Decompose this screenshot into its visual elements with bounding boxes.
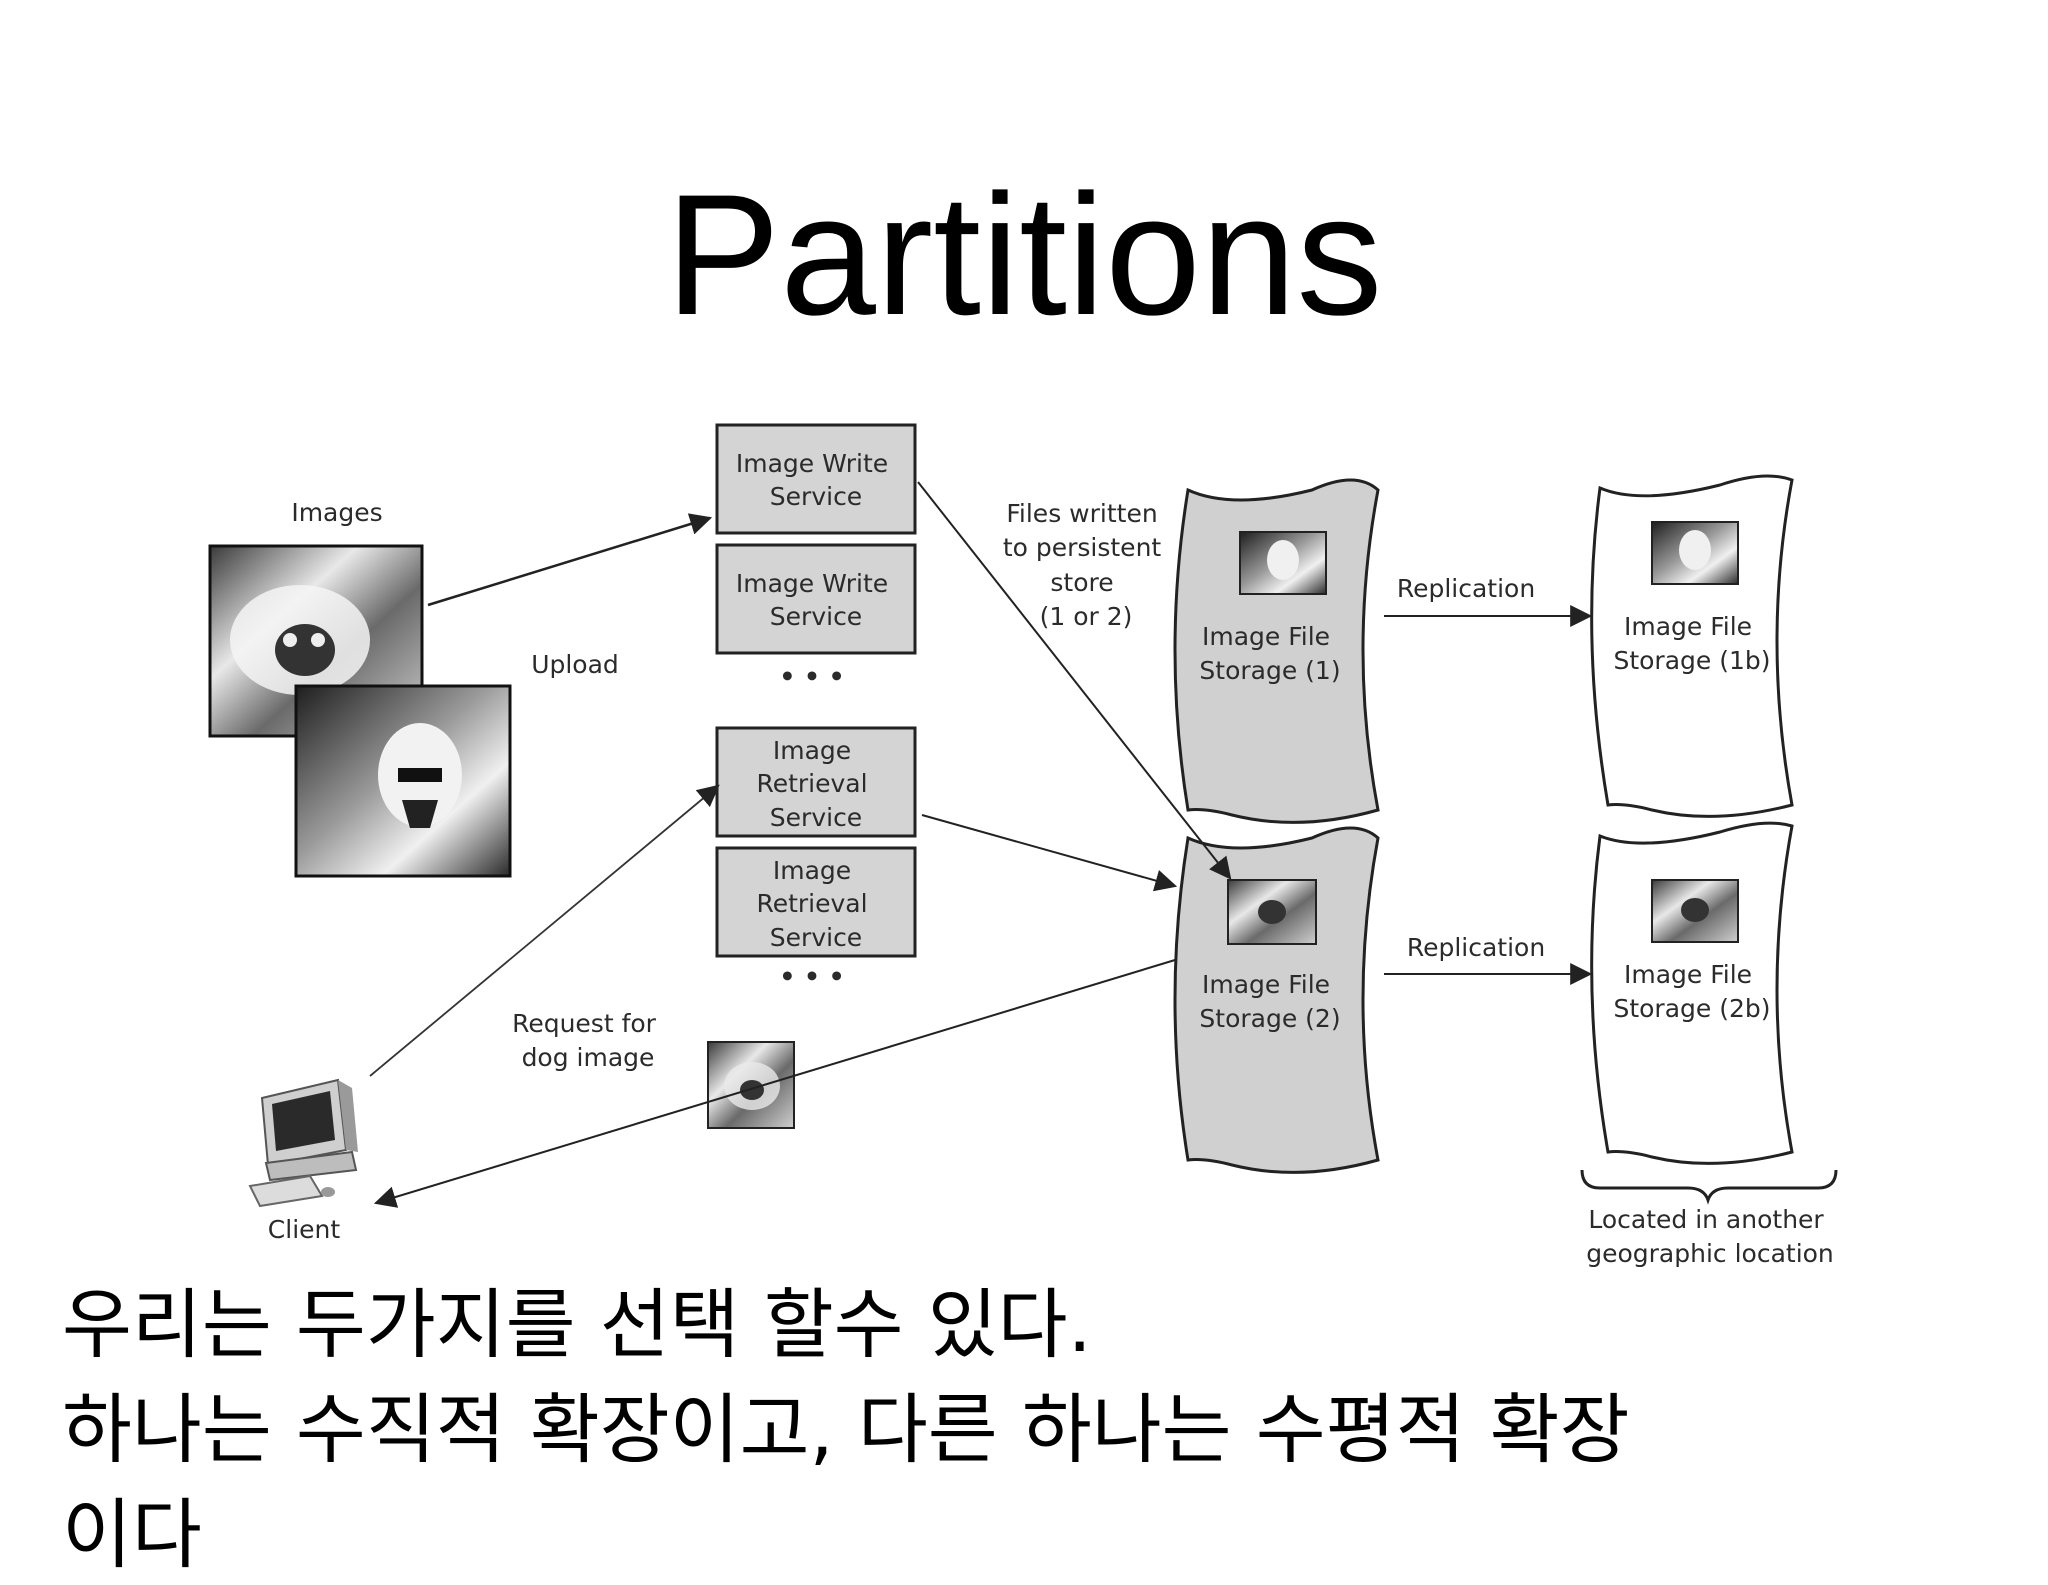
image-write-service-1: Image Write Service — [717, 425, 915, 533]
service-label-line: Image — [773, 856, 851, 885]
service-label-line: Retrieval — [756, 769, 867, 798]
service-label-line: Service — [770, 602, 862, 631]
storage-to-client-arrow — [376, 960, 1175, 1203]
caption-line-3: 이다 — [62, 1485, 202, 1585]
location-label-line: Located in another — [1588, 1205, 1824, 1234]
caption-line-2: 하나는 수직적 확장이고, 다른 하나는 수평적 확장 — [62, 1380, 1630, 1480]
service-label-line: Image Write — [736, 569, 888, 598]
service-label-line: Image — [773, 736, 851, 765]
storage-label-line: Image File — [1624, 960, 1752, 989]
image-file-storage-1: Image File Storage (1) — [1175, 480, 1378, 822]
retrieval-services-ellipsis: • • • — [779, 962, 844, 991]
service-label-line: Service — [770, 803, 862, 832]
write-services-ellipsis: • • • — [779, 662, 844, 691]
image-file-storage-1b: Image File Storage (1b) — [1592, 476, 1792, 816]
storage-label-line: Storage (1) — [1199, 656, 1340, 685]
storage-label-line: Storage (2b) — [1613, 994, 1770, 1023]
svg-text:Image Retrieval Se: Image Retrieval Service — [756, 736, 875, 832]
upload-arrow — [428, 518, 710, 605]
images-label: Images — [291, 498, 382, 527]
svg-text:Image Retrieval Se: Image Retrieval Service — [756, 856, 875, 952]
files-written-line: to persistent — [1003, 533, 1162, 562]
replication-label-1: Replication — [1397, 574, 1535, 603]
upload-label: Upload — [531, 650, 619, 679]
image-file-storage-2b: Image File Storage (2b) — [1592, 823, 1792, 1163]
svg-text:Located in another geograp: Located in another geographic location — [1586, 1205, 1834, 1268]
files-written-line: (1 or 2) — [1040, 602, 1133, 631]
storage-label-line: Storage (2) — [1199, 1004, 1340, 1033]
dog-image-thumbnail — [708, 1042, 794, 1128]
retrieval-to-storage-arrow — [922, 815, 1175, 886]
client-label: Client — [268, 1215, 341, 1244]
storage-label-line: Image File — [1202, 970, 1330, 999]
storage-label-line: Image File — [1202, 622, 1330, 651]
request-label-line: dog image — [522, 1043, 655, 1072]
computer-icon — [250, 1080, 358, 1206]
files-written-line: Files written — [1006, 499, 1157, 528]
caption-line-1: 우리는 두가지를 선택 할수 있다. — [62, 1275, 1092, 1375]
request-label-line: Request for — [512, 1009, 657, 1038]
files-written-line: store — [1050, 568, 1113, 597]
image-retrieval-service-2: Image Retrieval Service — [717, 848, 915, 956]
svg-text:Request for dog image: Request for dog image — [512, 1009, 664, 1072]
storage-label-line: Image File — [1624, 612, 1752, 641]
storage-label-line: Storage (1b) — [1613, 646, 1770, 675]
service-label-line: Service — [770, 482, 862, 511]
location-label-line: geographic location — [1586, 1239, 1834, 1268]
image-file-storage-2: Image File Storage (2) — [1175, 828, 1378, 1172]
service-label-line: Retrieval — [756, 889, 867, 918]
service-label-line: Service — [770, 923, 862, 952]
image-retrieval-service-1: Image Retrieval Service — [717, 728, 915, 836]
location-brace — [1582, 1170, 1836, 1200]
service-label-line: Image Write — [736, 449, 888, 478]
replication-label-2: Replication — [1407, 933, 1545, 962]
image-write-service-2: Image Write Service — [717, 545, 915, 653]
stormtrooper-photo-icon — [296, 686, 510, 876]
svg-text:Files written to persisten: Files written to persistent store (1 or … — [1003, 499, 1169, 631]
